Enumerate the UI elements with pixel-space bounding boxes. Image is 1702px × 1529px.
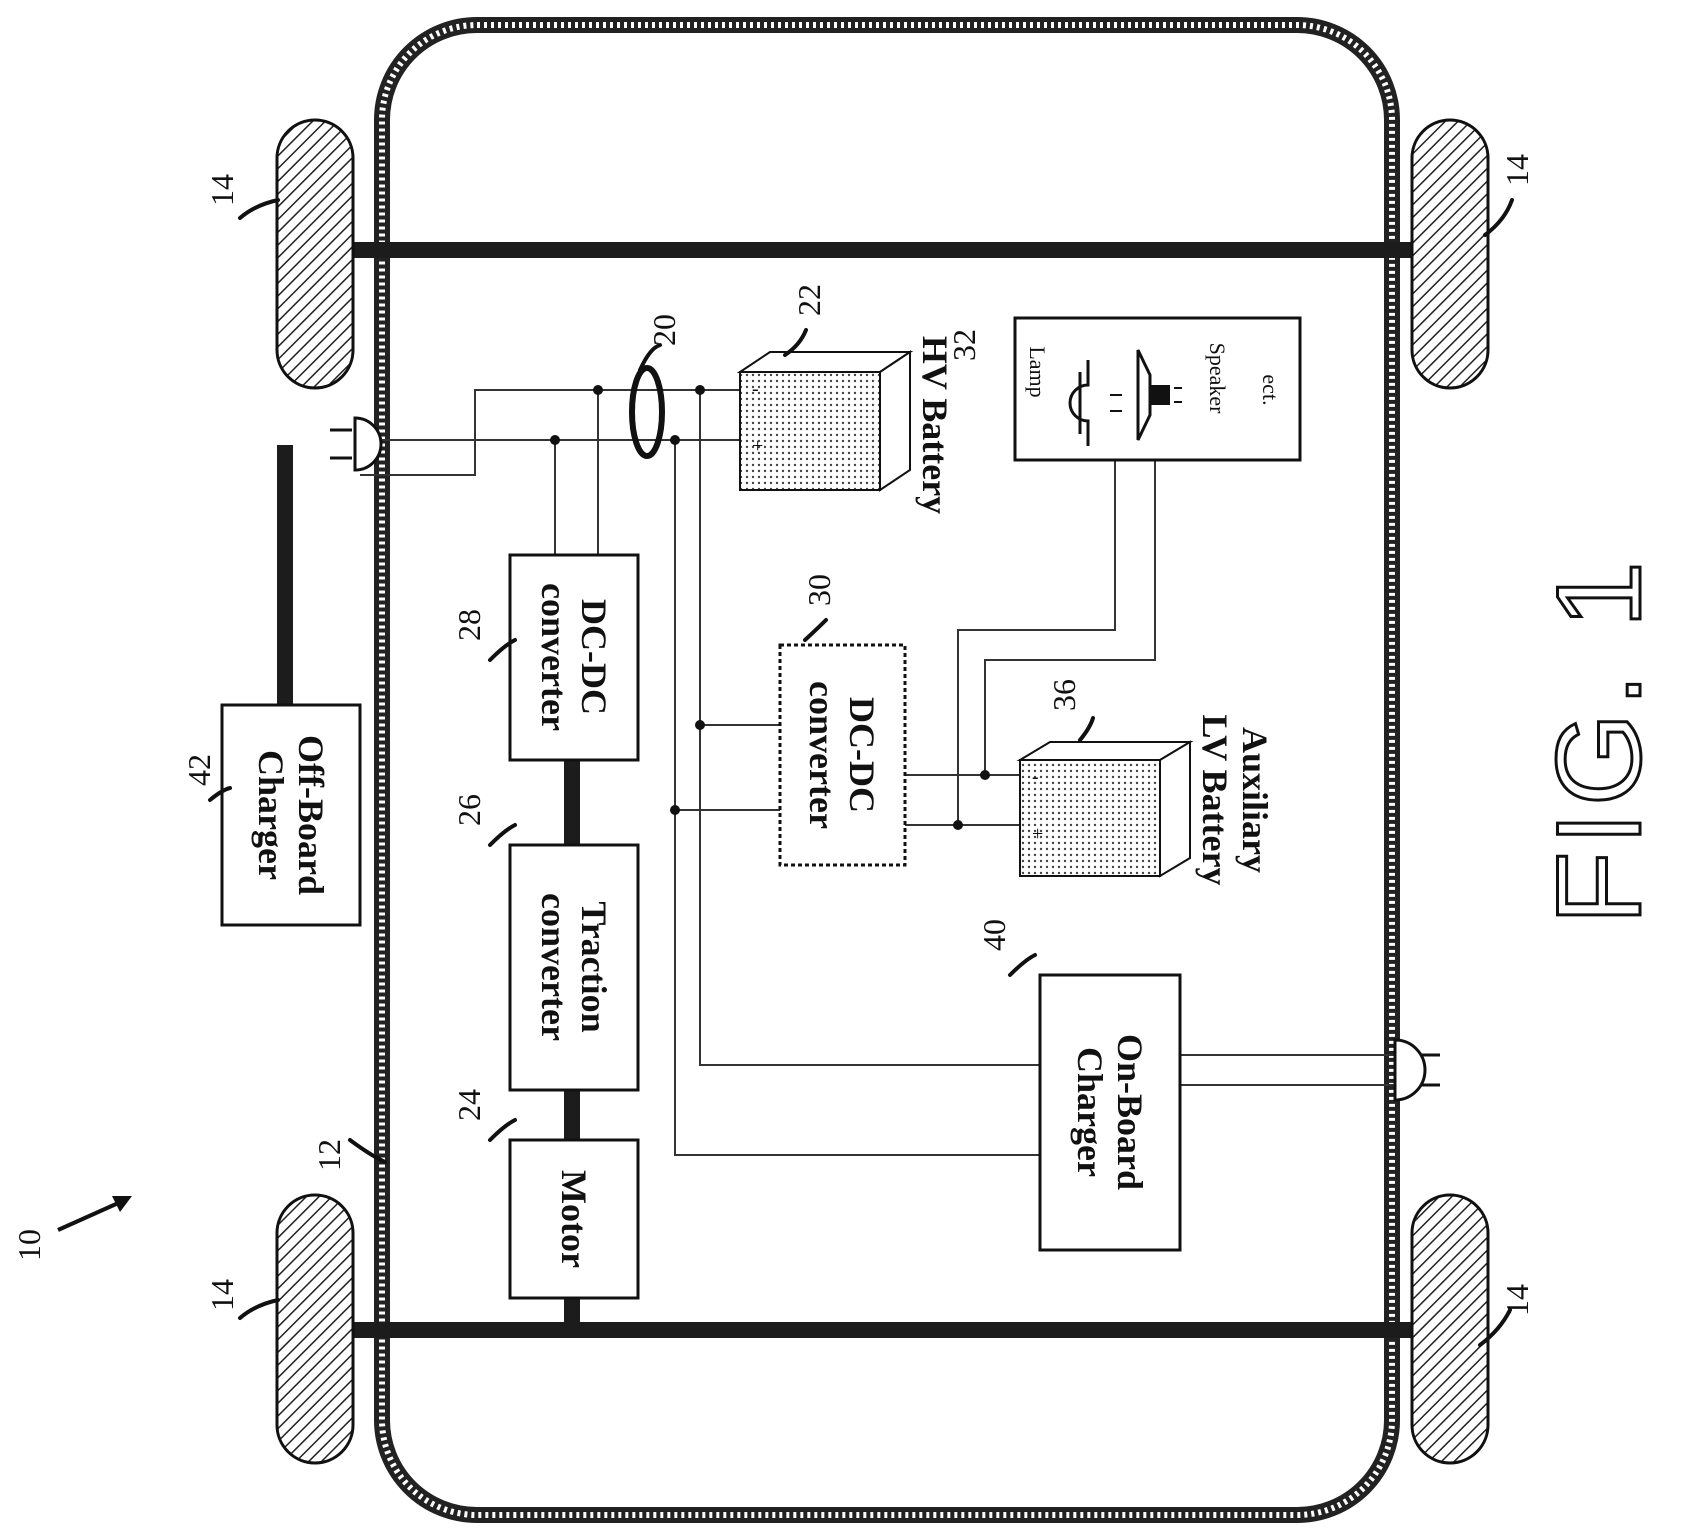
ref-42: 42: [181, 754, 217, 786]
ref-14-rear-left: 14: [204, 174, 240, 206]
hv-dcdc-label-line2: converter: [534, 583, 574, 731]
lamp-label: Lamp: [1025, 346, 1050, 397]
hv-battery: - +: [740, 352, 910, 490]
wheel-rear-right: [1412, 120, 1488, 388]
ref-40: 40: [976, 919, 1012, 951]
wheel-rear-left: [277, 120, 353, 388]
lv-battery-minus: -: [1032, 766, 1039, 788]
lv-battery-label-line1: Auxiliary: [1235, 727, 1275, 873]
lv-dcdc-label-line2: converter: [802, 681, 842, 829]
lv-battery: - +: [1020, 742, 1190, 876]
ref-10: 10: [11, 1229, 47, 1261]
speaker-label: Speaker: [1205, 343, 1230, 415]
offboard-label-line1: Off-Board: [291, 735, 331, 895]
hv-battery-minus: -: [752, 378, 759, 400]
hv-battery-plus: +: [752, 435, 763, 457]
traction-label-line2: converter: [534, 893, 574, 1041]
ref-28: 28: [451, 609, 487, 641]
lower-charge-plug: [1395, 1040, 1440, 1100]
ref-22: 22: [791, 284, 827, 316]
lv-battery-plus: +: [1032, 823, 1043, 845]
offboard-label-line2: Charger: [251, 750, 291, 880]
ref-24: 24: [451, 1089, 487, 1121]
onboard-label-line1: On-Board: [1110, 1034, 1150, 1190]
ref-14-front-left: 14: [204, 1279, 240, 1311]
ref-26: 26: [451, 794, 487, 826]
etc-label: ect.: [1258, 374, 1283, 405]
ref-12: 12: [311, 1139, 347, 1171]
ref-14-rear-right: 14: [1499, 154, 1535, 186]
ref-36: 36: [1046, 679, 1082, 711]
ref-14-front-right: 14: [1499, 1284, 1535, 1316]
onboard-label-line2: Charger: [1070, 1047, 1110, 1177]
lv-battery-label-line2: LV Battery: [1195, 715, 1235, 886]
figure-label: FIG. 1: [1532, 555, 1666, 924]
hv-dcdc-label-line1: DC-DC: [574, 599, 614, 715]
hv-bus-ring: [632, 368, 662, 456]
lv-dcdc-label-line1: DC-DC: [842, 697, 882, 813]
hv-battery-label: HV Battery: [915, 336, 955, 514]
wheel-front-right: [1412, 1195, 1488, 1463]
wheel-front-left: [277, 1195, 353, 1463]
ref-30: 30: [801, 574, 837, 606]
ref-20: 20: [646, 314, 682, 346]
upper-charge-plug: [330, 418, 381, 470]
motor-label: Motor: [554, 1170, 594, 1268]
ref-32: 32: [946, 329, 982, 361]
traction-label-line1: Traction: [574, 901, 614, 1032]
